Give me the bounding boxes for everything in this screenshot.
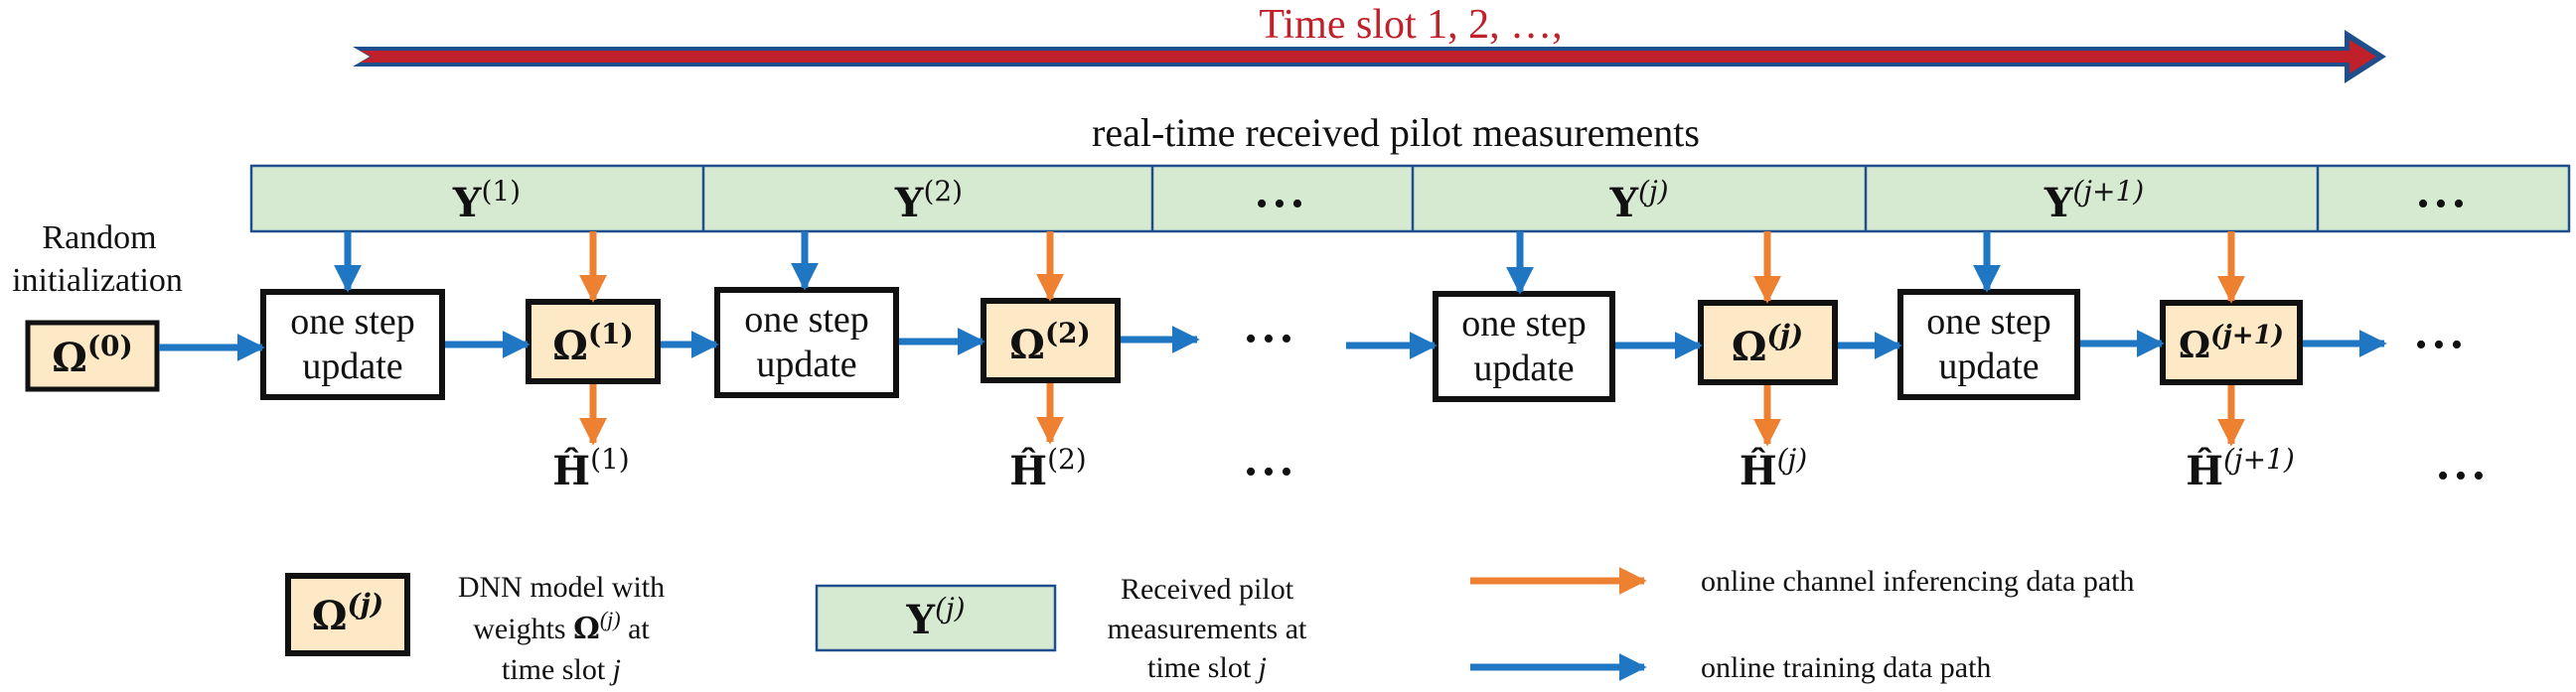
legend-model-line2: weights Ω(j) at: [473, 607, 650, 646]
update-block-j-plus-1-line2: update: [1938, 346, 2039, 387]
training-arrows-vertical: [334, 231, 2001, 295]
pilot-row-title: real-time received pilot measurements: [1092, 110, 1700, 155]
legend-pilot-line2: measurements at: [1108, 613, 1307, 645]
model-label-j-plus-1: Ω(j+1): [2179, 321, 2284, 366]
update-block-1-line1: one step: [290, 301, 415, 343]
output-label-j: Ĥ(j): [1740, 443, 1807, 494]
initial-caption-line1: Random: [42, 219, 156, 256]
output-ellipsis: •••: [1245, 454, 1298, 490]
model-label-2: Ω(2): [1009, 317, 1091, 368]
output-label-j-plus-1: Ĥ(j+1): [2186, 443, 2295, 494]
inference-arrows: [579, 231, 2245, 447]
pilot-cell-ellipsis: •••: [2417, 186, 2471, 222]
timeline-arrow: [353, 30, 2386, 83]
pilot-cell-1: Y(1): [452, 175, 521, 226]
pilot-row: Y(1) Y(2) ••• Y(j) Y(j+1) •••: [249, 164, 2571, 233]
pilot-row-box: [249, 164, 2571, 233]
legend-model-swatch: [285, 573, 410, 656]
flow-ellipsis: •••: [2415, 327, 2469, 363]
legend-training-label: online training data path: [1701, 651, 1991, 684]
legend-model-line1: DNN model with: [458, 571, 665, 604]
model-label-initial: Ω(0): [52, 330, 133, 381]
model-block-initial: [25, 320, 160, 392]
legend: Ω(j) DNN model with weights Ω(j) at time…: [285, 565, 2134, 686]
update-block-j: [1433, 291, 1615, 402]
legend-model-swatch-label: Ω(j): [312, 588, 383, 639]
update-block-2-line2: update: [756, 344, 856, 385]
initial-caption-line2: initialization: [12, 262, 183, 299]
output-ellipsis: •••: [2437, 458, 2491, 494]
pilot-cell-j-plus-1: Y(j+1): [2044, 175, 2144, 226]
initial-caption: Random: [42, 219, 156, 256]
legend-pilot-line1: Received pilot: [1121, 573, 1294, 606]
legend-model-line3: time slot j: [502, 653, 621, 686]
initial-caption: initialization: [12, 262, 183, 299]
legend-inference-label: online channel inferencing data path: [1701, 565, 2134, 598]
timeline-label: Time slot 1, 2, …,: [1259, 2, 1562, 48]
legend-pilot-swatch-label: Y(j): [905, 592, 965, 643]
output-label-2: Ĥ(2): [1009, 443, 1086, 494]
model-label-1: Ω(1): [552, 318, 634, 369]
pilot-cell-2: Y(2): [894, 175, 963, 226]
update-block-1-line2: update: [302, 346, 402, 387]
update-block-j-line1: one step: [1461, 303, 1587, 345]
flow-ellipsis: •••: [1245, 321, 1298, 357]
pilot-cell-ellipsis: •••: [1256, 186, 1309, 222]
pilot-cell-j: Y(j): [1608, 175, 1668, 226]
training-arrows-horizontal: [159, 326, 2387, 361]
update-block-j-line2: update: [1473, 347, 1574, 389]
legend-pilot-swatch: [815, 584, 1057, 652]
legend-pilot-line3: time slot j: [1147, 651, 1267, 684]
output-label-1: Ĥ(1): [552, 443, 629, 494]
model-block-2: [981, 298, 1121, 383]
update-block-2-line1: one step: [744, 299, 869, 341]
model-label-j: Ω(j): [1732, 319, 1803, 370]
update-block-j-plus-1-line1: one step: [1926, 301, 2051, 343]
